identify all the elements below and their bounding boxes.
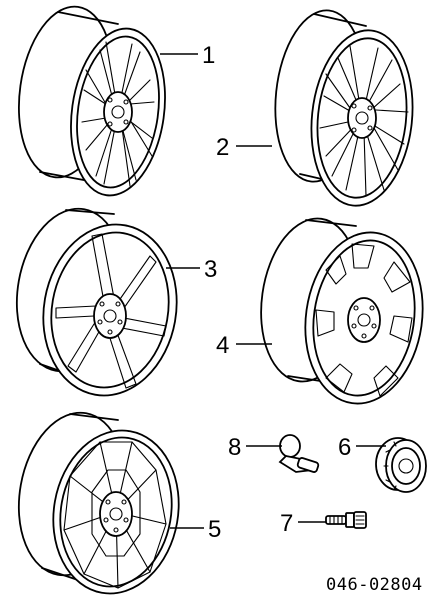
wheel-1 xyxy=(18,5,166,197)
leader-lines xyxy=(160,53,386,529)
wheel-4 xyxy=(260,217,424,405)
wheel-bolt xyxy=(325,511,367,529)
callout-8: 8 xyxy=(228,434,241,461)
wheel-5 xyxy=(17,411,180,595)
diagram-code: 046-02804 xyxy=(326,575,423,595)
callout-5: 5 xyxy=(208,516,221,543)
valve-stem xyxy=(278,434,320,473)
callout-1: 1 xyxy=(202,42,215,69)
callout-3: 3 xyxy=(204,256,217,283)
wheel-3 xyxy=(15,207,178,397)
center-cap xyxy=(375,437,427,493)
callout-6: 6 xyxy=(338,434,351,461)
callout-4: 4 xyxy=(216,332,229,359)
callout-2: 2 xyxy=(216,134,229,161)
callout-7: 7 xyxy=(280,510,293,537)
wheel-2 xyxy=(274,9,414,207)
